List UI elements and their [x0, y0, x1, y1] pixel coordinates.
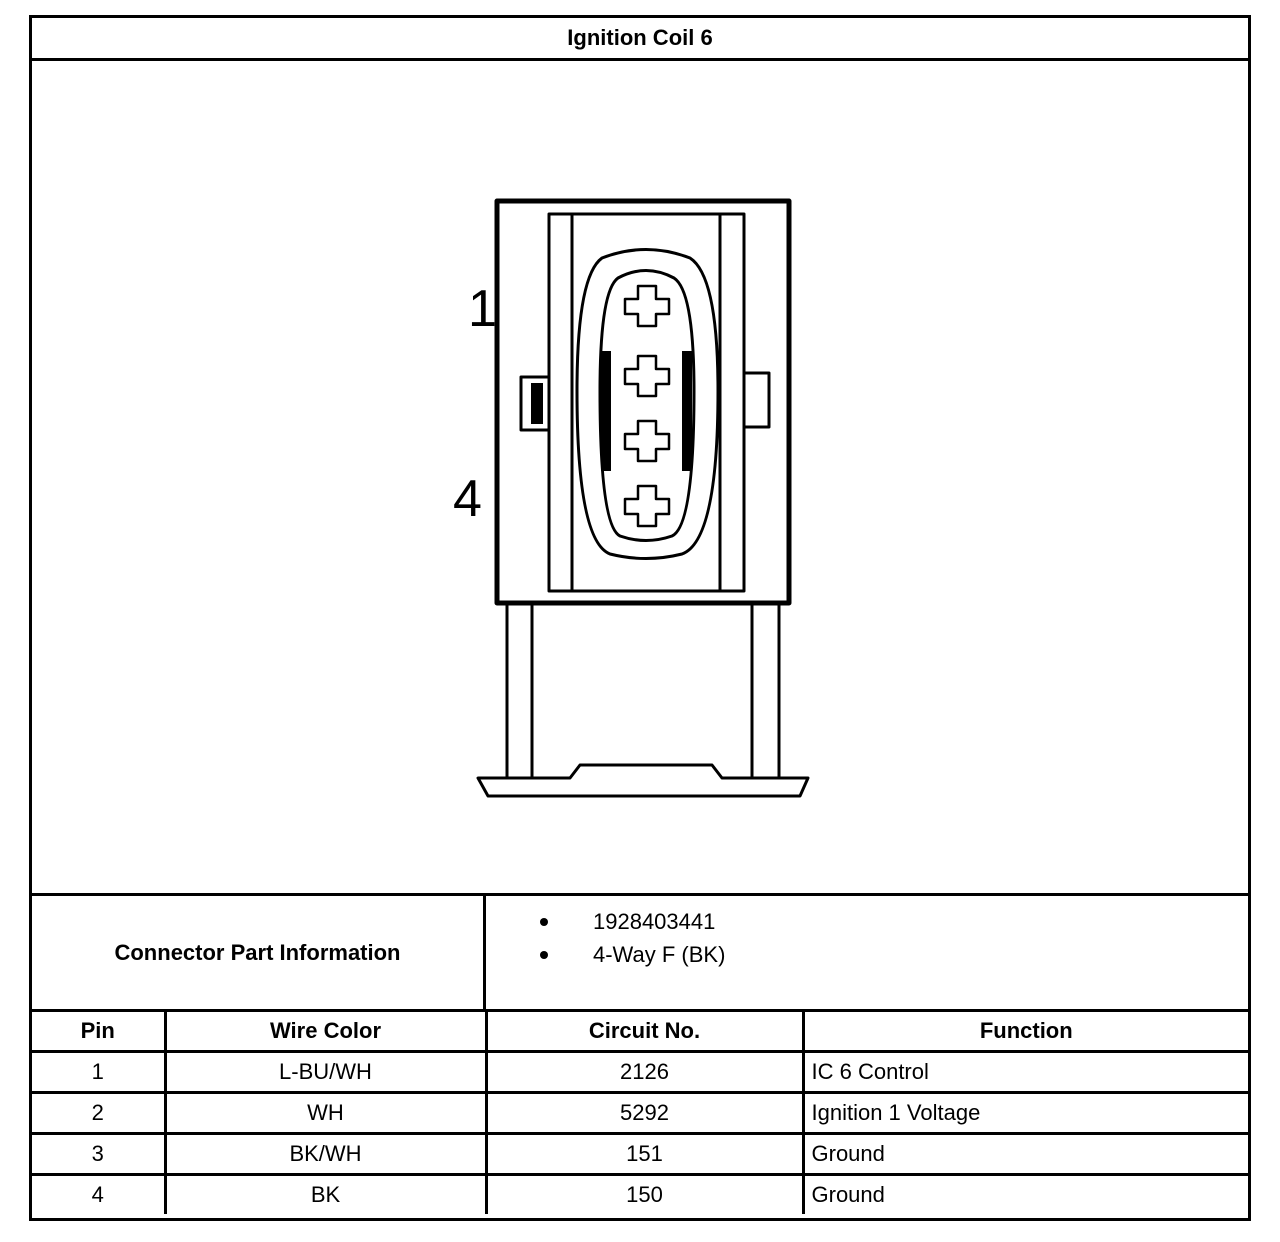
connector-description-item: 4-Way F (BK): [486, 938, 1248, 971]
pin-cell: 4: [32, 1174, 167, 1214]
wire-color-cell: BK/WH: [165, 1133, 488, 1176]
connector-body: [494, 198, 792, 606]
pin-cell: 1: [32, 1051, 167, 1094]
connector-diagram: 1 4: [32, 61, 1248, 893]
side-latch-right: [744, 371, 771, 429]
header-pin: Pin: [32, 1012, 167, 1053]
header-wire-color: Wire Color: [165, 1012, 488, 1053]
bullet-icon: [540, 918, 548, 926]
table-row: 3 BK/WH 151 Ground: [32, 1133, 1248, 1176]
function-cell: Ground: [803, 1133, 1248, 1176]
function-cell: Ignition 1 Voltage: [803, 1092, 1248, 1135]
function-cell: Ground: [811, 1182, 885, 1207]
header-function: Function: [803, 1012, 1248, 1053]
connector-face-drawing: 1 4: [453, 198, 810, 798]
connector-part-info-label: Connector Part Information: [32, 896, 486, 1009]
part-number: 1928403441: [593, 909, 716, 934]
part-number-item: 1928403441: [486, 905, 1248, 938]
pin-4-label: 4: [453, 470, 482, 528]
connector-part-info: Connector Part Information 1928403441 4-…: [32, 893, 1248, 1012]
connector-part-info-list: 1928403441 4-Way F (BK): [486, 896, 1248, 1009]
circuit-cell: 151: [486, 1133, 805, 1176]
pinout-table: Pin Wire Color Circuit No. Function 1 L-…: [32, 1012, 1248, 1214]
circuit-cell: 2126: [486, 1051, 805, 1094]
bullet-icon: [540, 951, 548, 959]
connector-sheet: Ignition Coil 6: [29, 15, 1251, 1221]
table-row: 2 WH 5292 Ignition 1 Voltage: [32, 1092, 1248, 1135]
wire-color-cell: BK: [165, 1174, 488, 1214]
table-row: 4 BK 150 Ground: [32, 1174, 1248, 1214]
connector-description: 4-Way F (BK): [593, 942, 726, 967]
connector-title: Ignition Coil 6: [32, 18, 1248, 61]
circuit-cell: 5292: [486, 1092, 805, 1135]
pin-cell: 2: [32, 1092, 167, 1135]
terminal-cavity-housing: [575, 248, 720, 560]
pinout-header-row: Pin Wire Color Circuit No. Function: [32, 1012, 1248, 1053]
terminal-cavities: [623, 284, 671, 528]
pin-1-label: 1: [468, 280, 497, 338]
wire-color-cell: WH: [165, 1092, 488, 1135]
circuit-cell: 150: [486, 1174, 805, 1214]
side-latch-left: [519, 375, 549, 432]
table-row: 1 L-BU/WH 2126 IC 6 Control: [32, 1051, 1248, 1094]
pin-cell: 3: [32, 1133, 167, 1176]
function-cell: IC 6 Control: [803, 1051, 1248, 1094]
wire-color-cell: L-BU/WH: [165, 1051, 488, 1094]
header-circuit-no: Circuit No.: [486, 1012, 805, 1053]
connector-lock-tab: [476, 603, 810, 798]
